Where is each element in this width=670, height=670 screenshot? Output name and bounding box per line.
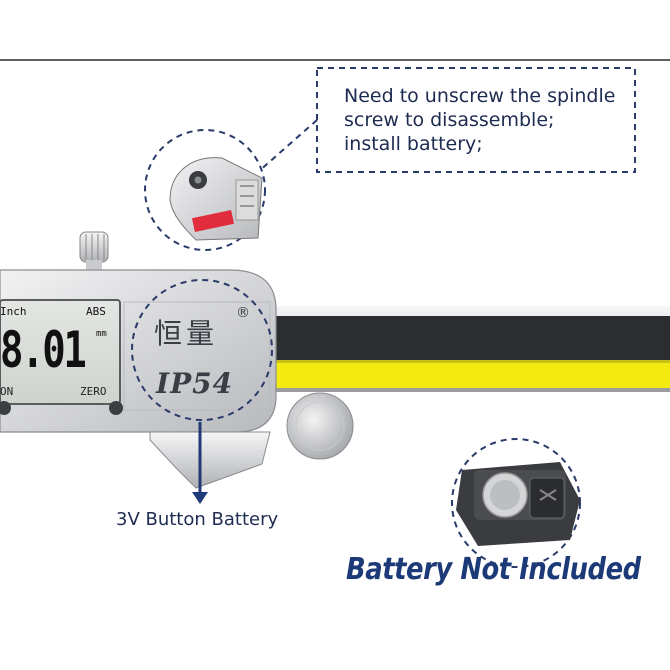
battery-pointer-arrow [192,422,208,504]
callout-instructions: Need to unscrew the spindle screw to dis… [344,84,615,156]
on-button-label: ON [0,385,14,398]
battery-type-label: 3V Button Battery [116,509,279,530]
callout-line: install battery; [344,133,483,155]
lcd-screen [0,299,121,405]
callout-line: screw to disassemble; [344,109,555,131]
battery-not-included-notice: Battery Not Included [346,552,641,587]
depth-wheel [286,392,354,460]
lcd-mode-label: ABS [86,305,106,318]
ip-rating-label: IP54 [156,367,234,400]
battery-compartment-zoom [451,438,581,568]
lcd-reading-unit: mm [96,329,107,339]
registered-mark: ® [236,305,250,321]
brand-logo-text: 恒量 [154,317,219,350]
callout-line: Need to unscrew the spindle [344,85,616,107]
lcd-unit-label: Inch [0,305,27,318]
zero-button-label: ZERO [80,385,107,398]
spindle-detail-zoom [144,129,266,251]
lcd-reading: 8.01 [0,321,87,379]
zero-button [109,401,123,415]
brand-highlight-circle [131,279,273,421]
callout-connector [257,119,318,173]
thumb-wheel [79,231,109,272]
on-button [0,401,11,415]
